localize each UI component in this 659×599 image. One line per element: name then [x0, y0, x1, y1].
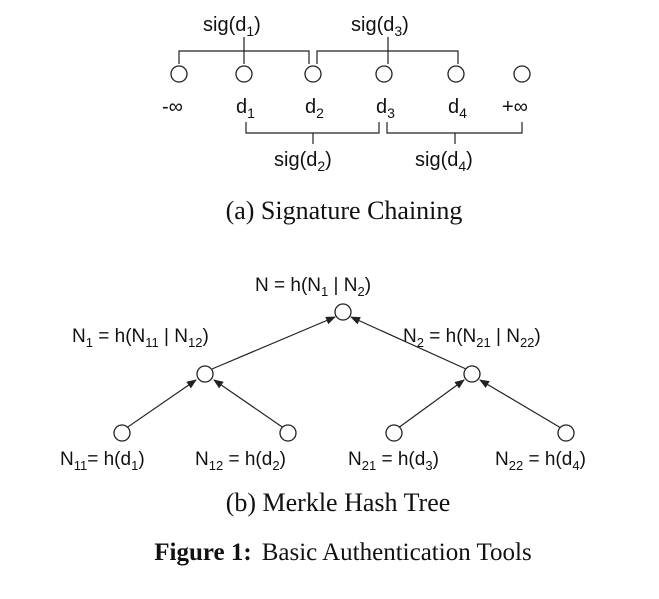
chain-label-pos-infinity: +∞ [502, 96, 528, 118]
sig-top-bracket-2 [316, 37, 459, 64]
chain-label-neg-infinity: -∞ [162, 96, 183, 118]
chain-node-d2 [304, 65, 322, 83]
edge-n22-to-n2 [479, 379, 567, 432]
merkle-n1-label: N1 = h(N11 | N12) [72, 326, 209, 350]
merkle-n2-node [463, 365, 481, 383]
merkle-leaf-label-n21: N21 = h(d3) [348, 449, 439, 473]
merkle-n12-node [279, 424, 297, 442]
merkle-n2-label: N2 = h(N21 | N22) [403, 326, 541, 350]
edge-n12-to-n1 [213, 379, 289, 432]
chain-node-d3 [375, 65, 393, 83]
merkle-leaf-label-n12: N12 = h(d2) [195, 449, 286, 473]
merkle-n22-node [557, 424, 575, 442]
sig-bottom-label-1: sig(d2) [274, 149, 332, 174]
chain-label-d4: d4 [448, 96, 467, 121]
chain-node-d1 [235, 65, 253, 83]
merkle-tree-diagram: N = h(N1 | N2) N1 = h(N11 | N12) N2 = h(… [60, 275, 586, 517]
merkle-root-label: N = h(N1 | N2) [255, 275, 371, 299]
sig-top-bracket-1 [178, 37, 310, 64]
chain-node-neg-infinity [170, 65, 188, 83]
edge-n2-to-root [350, 316, 467, 370]
chain-label-d1: d1 [236, 96, 255, 121]
sig-bottom-bracket-2 [386, 122, 523, 144]
merkle-n21-node [385, 424, 403, 442]
sig-bottom-label-2: sig(d4) [415, 149, 473, 174]
signature-chaining-diagram: -∞ d1 d2 d3 d4 +∞ sig(d1) sig(d3) sig(d2… [162, 14, 531, 225]
merkle-leaf-label-n22: N22 = h(d4) [495, 449, 586, 473]
sig-top-label-2: sig(d3) [351, 14, 409, 39]
merkle-n1-node [196, 365, 214, 383]
chain-label-d2: d2 [305, 96, 324, 121]
figure-caption: Figure 1: Basic Authentication Tools [154, 539, 531, 566]
merkle-n11-node [113, 424, 131, 442]
chain-node-d4 [447, 65, 465, 83]
merkle-caption: (b) Merkle Hash Tree [226, 488, 451, 517]
sig-bottom-bracket-1 [245, 122, 380, 144]
edge-n21-to-n2 [393, 379, 465, 432]
figure-caption-label: Figure 1: [154, 539, 251, 566]
merkle-leaf-label-n11: N11= h(d1) [60, 449, 145, 473]
chain-label-d3: d3 [376, 96, 395, 121]
edge-n1-to-root [211, 316, 336, 370]
chain-node-pos-infinity [513, 65, 531, 83]
figure-caption-title: Basic Authentication Tools [262, 539, 532, 566]
merkle-root-node [334, 303, 352, 321]
edge-n11-to-n1 [121, 379, 197, 432]
chaining-caption: (a) Signature Chaining [226, 196, 463, 225]
sig-top-label-1: sig(d1) [203, 14, 261, 39]
